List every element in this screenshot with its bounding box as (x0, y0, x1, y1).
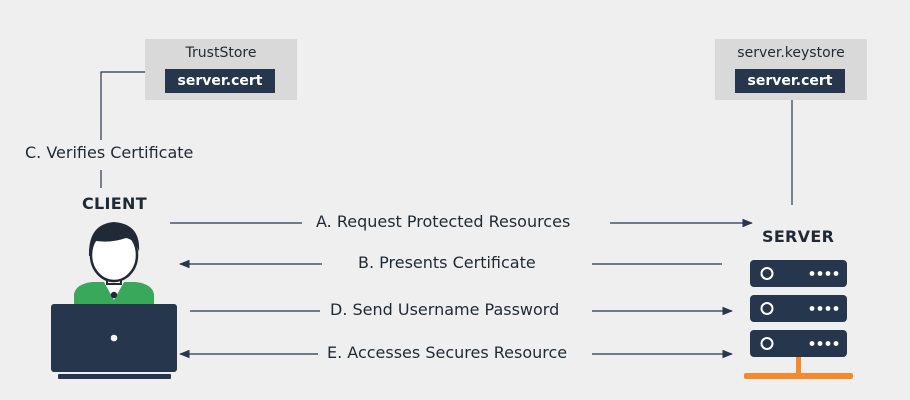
step-presents-label: B. Presents Certificate (356, 253, 538, 272)
step-request-label: A. Request Protected Resources (314, 212, 573, 231)
step-access-label: E. Accesses Secures Resource (325, 343, 570, 362)
truststore-connector (100, 71, 145, 140)
keystore-title: server.keystore (737, 45, 845, 61)
laptop-icon (51, 304, 177, 379)
server-label: SERVER (762, 227, 835, 246)
truststore-box: TrustStore server.cert (145, 39, 297, 100)
keystore-cert: server.cert (735, 69, 845, 93)
truststore-cert: server.cert (165, 69, 275, 93)
client-label: CLIENT (82, 194, 147, 213)
server-rack-icon (744, 260, 853, 379)
step-send-label: D. Send Username Password (328, 300, 562, 319)
client-person-icon (74, 222, 154, 304)
step-verify-label: C. Verifies Certificate (23, 143, 196, 162)
truststore-title: TrustStore (185, 45, 257, 61)
keystore-box: server.keystore server.cert (715, 39, 867, 100)
